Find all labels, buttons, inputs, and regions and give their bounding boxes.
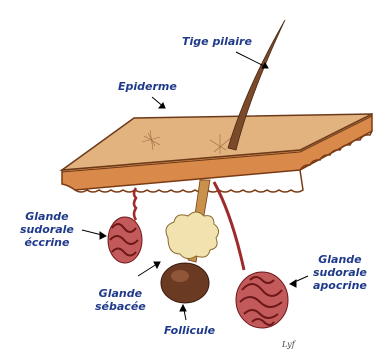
label-sebacee-line1: Glande [95,287,146,300]
label-sebacee-line2: sébacée [95,300,146,313]
label-glande-apocrine: Glande sudorale apocrine [313,253,367,292]
arrow-apocrine-head [290,280,296,287]
label-epiderme: Epiderme [118,80,177,93]
arrow-follicule-head [180,305,186,311]
arrow-eccrine-head [100,232,106,239]
label-tige-pilaire: Tige pilaire [182,35,252,48]
label-eccrine-line2: sudorale [20,223,74,236]
label-apocrine-line3: apocrine [313,279,367,292]
label-apocrine-line1: Glande [313,253,367,266]
follicle-bulb [161,263,209,303]
eccrine-gland [108,217,142,263]
sebaceous-gland [166,212,219,259]
label-eccrine-line1: Glande [20,210,74,223]
apocrine-duct [214,182,244,270]
label-apocrine-line2: sudorale [313,266,367,279]
apocrine-gland [236,272,288,328]
eccrine-duct [134,188,136,220]
follicle-highlight [171,270,189,282]
artist-signature: Lyf [282,340,295,349]
label-follicule: Follicule [164,324,215,337]
label-glande-eccrine: Glande sudorale éccrine [20,210,74,249]
label-eccrine-line3: éccrine [20,236,74,249]
label-glande-sebacee: Glande sébacée [95,287,146,313]
